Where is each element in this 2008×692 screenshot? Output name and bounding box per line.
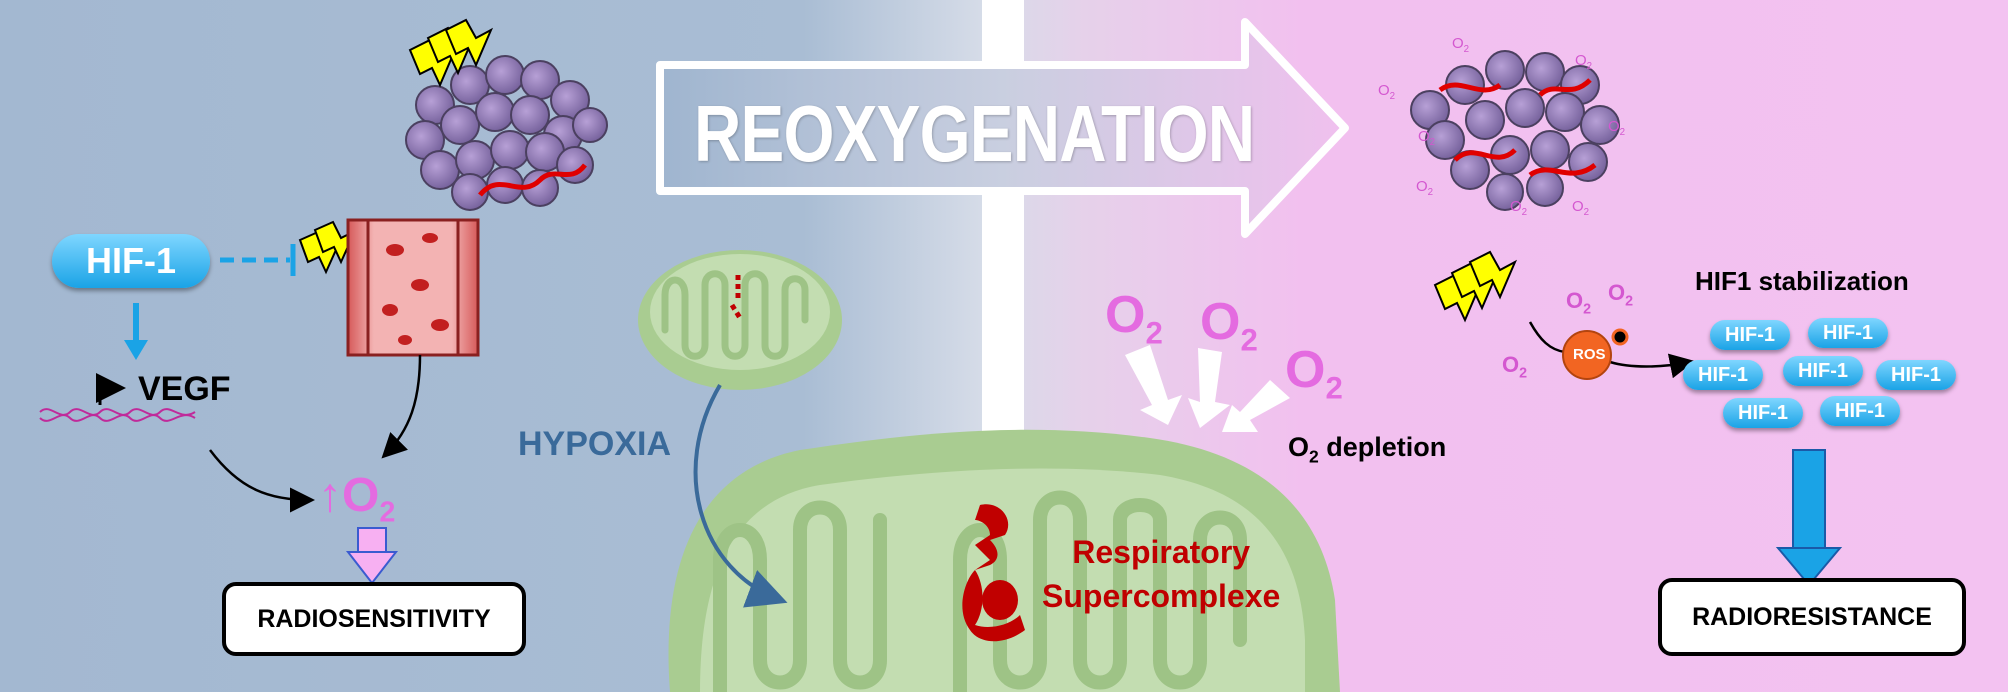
o2-big-1: O2: [1105, 285, 1163, 351]
radiation-lightning-icon-top: [408, 18, 494, 88]
o2-tiny-2: O2: [1452, 35, 1469, 55]
ros-label: ROS: [1573, 346, 1606, 363]
o2-tiny-2-sub: 2: [1463, 44, 1470, 55]
hif-to-vegf-arrow: [124, 303, 148, 360]
hif-inhibition-line: [220, 244, 296, 276]
o2-big-2-sub: 2: [1240, 322, 1258, 358]
hypoxia-arrow: [693, 383, 788, 608]
dna-strand-icon: [39, 408, 196, 422]
respiratory-line2: Supercomplexe: [1042, 578, 1281, 614]
o2-big-2: O2: [1200, 292, 1258, 358]
o2-tiny-1-text: O: [1378, 82, 1390, 99]
o2-tiny-2-text: O: [1452, 35, 1464, 52]
o2-depletion-rest: depletion: [1318, 432, 1447, 462]
o2-tiny-5: O2: [1416, 178, 1433, 198]
small-mitochondrion: [638, 250, 842, 390]
o2-tiny-3: O2: [1575, 52, 1592, 72]
o2-tiny-5-sub: 2: [1427, 187, 1434, 198]
hypoxia-label: HYPOXIA: [518, 425, 672, 463]
o2-tiny-4: O2: [1608, 118, 1625, 138]
o2-tiny-7-text: O: [1572, 198, 1584, 215]
ros-circle: [1562, 330, 1612, 380]
respiratory-supercomplexe-label: Respiratory Supercomplexe: [1042, 530, 1280, 618]
o2-small-ros-3-text: O: [1502, 352, 1520, 377]
o2-increase-sub: 2: [379, 496, 396, 529]
o2-big-2-text: O: [1200, 293, 1241, 351]
o2-tiny-3-sub: 2: [1586, 61, 1593, 72]
tumor-cluster-right: [1410, 50, 1620, 211]
o2-tiny-7: O2: [1572, 198, 1589, 218]
o2-small-ros-1-sub: 2: [1583, 301, 1592, 318]
hif-to-radioresistance-arrow: [1775, 449, 1843, 587]
hif1-pill-small-3: HIF-1: [1683, 360, 1763, 390]
respiratory-supercomplex-icon: [962, 504, 1025, 642]
o2-small-ros-2: O2: [1608, 280, 1633, 309]
o2-inflow-arrows: [1125, 345, 1290, 432]
o2-small-ros-2-text: O: [1608, 280, 1626, 305]
o2-small-ros-1: O2: [1566, 288, 1591, 317]
vegf-label: VEGF: [138, 370, 231, 408]
o2-depletion-label: O2 depletion: [1288, 432, 1446, 467]
o2-tiny-5-text: O: [1416, 178, 1428, 195]
transcription-arrow: [96, 373, 126, 405]
o2-small-ros-3: O2: [1502, 352, 1527, 381]
o2-small-ros-2-sub: 2: [1625, 293, 1634, 310]
o2-big-3: O2: [1285, 340, 1343, 406]
o2-big-3-sub: 2: [1325, 370, 1343, 406]
hif1-pill-small-5: HIF-1: [1876, 360, 1956, 390]
reoxygenation-label: REOXYGENATION: [694, 89, 1255, 178]
o2-tiny-8-sub: 2: [1429, 137, 1436, 148]
o2-small-ros-1-text: O: [1566, 288, 1584, 313]
o2-big-3-text: O: [1285, 341, 1326, 399]
o2-increase-label: ↑O2: [318, 468, 395, 530]
o2-small-ros-3-sub: 2: [1519, 365, 1528, 382]
radioresistance-box: RADIORESISTANCE: [1658, 578, 1966, 656]
o2-tiny-6-sub: 2: [1521, 207, 1528, 218]
reoxygenation-arrow: [656, 18, 1349, 238]
hif1-pill: HIF-1: [52, 234, 210, 288]
ros-radical-dot: [1611, 328, 1629, 346]
vegf-to-o2-arrow: [209, 449, 315, 513]
o2-tiny-6-text: O: [1510, 198, 1522, 215]
o2-big-1-sub: 2: [1145, 315, 1163, 351]
ros-to-hif-arrow: [1609, 353, 1695, 379]
o2-depletion-o: O: [1288, 432, 1310, 462]
o2-tiny-6: O2: [1510, 198, 1527, 218]
hif1-pill-small-6: HIF-1: [1723, 398, 1803, 428]
hif1-pill-small-2: HIF-1: [1808, 318, 1888, 348]
ros-incoming-line: [1528, 321, 1566, 354]
o2-tiny-3-text: O: [1575, 52, 1587, 69]
respiratory-line1: Respiratory: [1072, 534, 1251, 570]
o2-tiny-4-text: O: [1608, 118, 1620, 135]
hif1-pill-small-7: HIF-1: [1820, 396, 1900, 426]
vessel-to-o2-arrow: [381, 354, 422, 459]
o2-tiny-4-sub: 2: [1619, 127, 1626, 138]
o2-depletion-sub: 2: [1309, 446, 1319, 467]
blood-vessel-icon: [346, 218, 480, 357]
radiosensitivity-box: RADIOSENSITIVITY: [222, 582, 526, 656]
hif1-pill-small-1: HIF-1: [1710, 320, 1790, 350]
o2-big-1-text: O: [1105, 286, 1146, 344]
o2-tiny-7-sub: 2: [1583, 207, 1590, 218]
o2-to-radiosensitivity-arrow: [345, 527, 399, 585]
hif1-pill-small-4: HIF-1: [1783, 356, 1863, 386]
hif1-stabilization-label: HIF1 stabilization: [1695, 266, 1909, 296]
o2-increase-text: ↑O: [318, 469, 380, 522]
o2-tiny-8: O2: [1418, 128, 1435, 148]
o2-tiny-8-text: O: [1418, 128, 1430, 145]
tumor-cluster-left: [405, 55, 608, 211]
o2-tiny-1-sub: 2: [1389, 91, 1396, 102]
o2-tiny-1: O2: [1378, 82, 1395, 102]
radiation-lightning-icon-right: [1433, 250, 1518, 323]
